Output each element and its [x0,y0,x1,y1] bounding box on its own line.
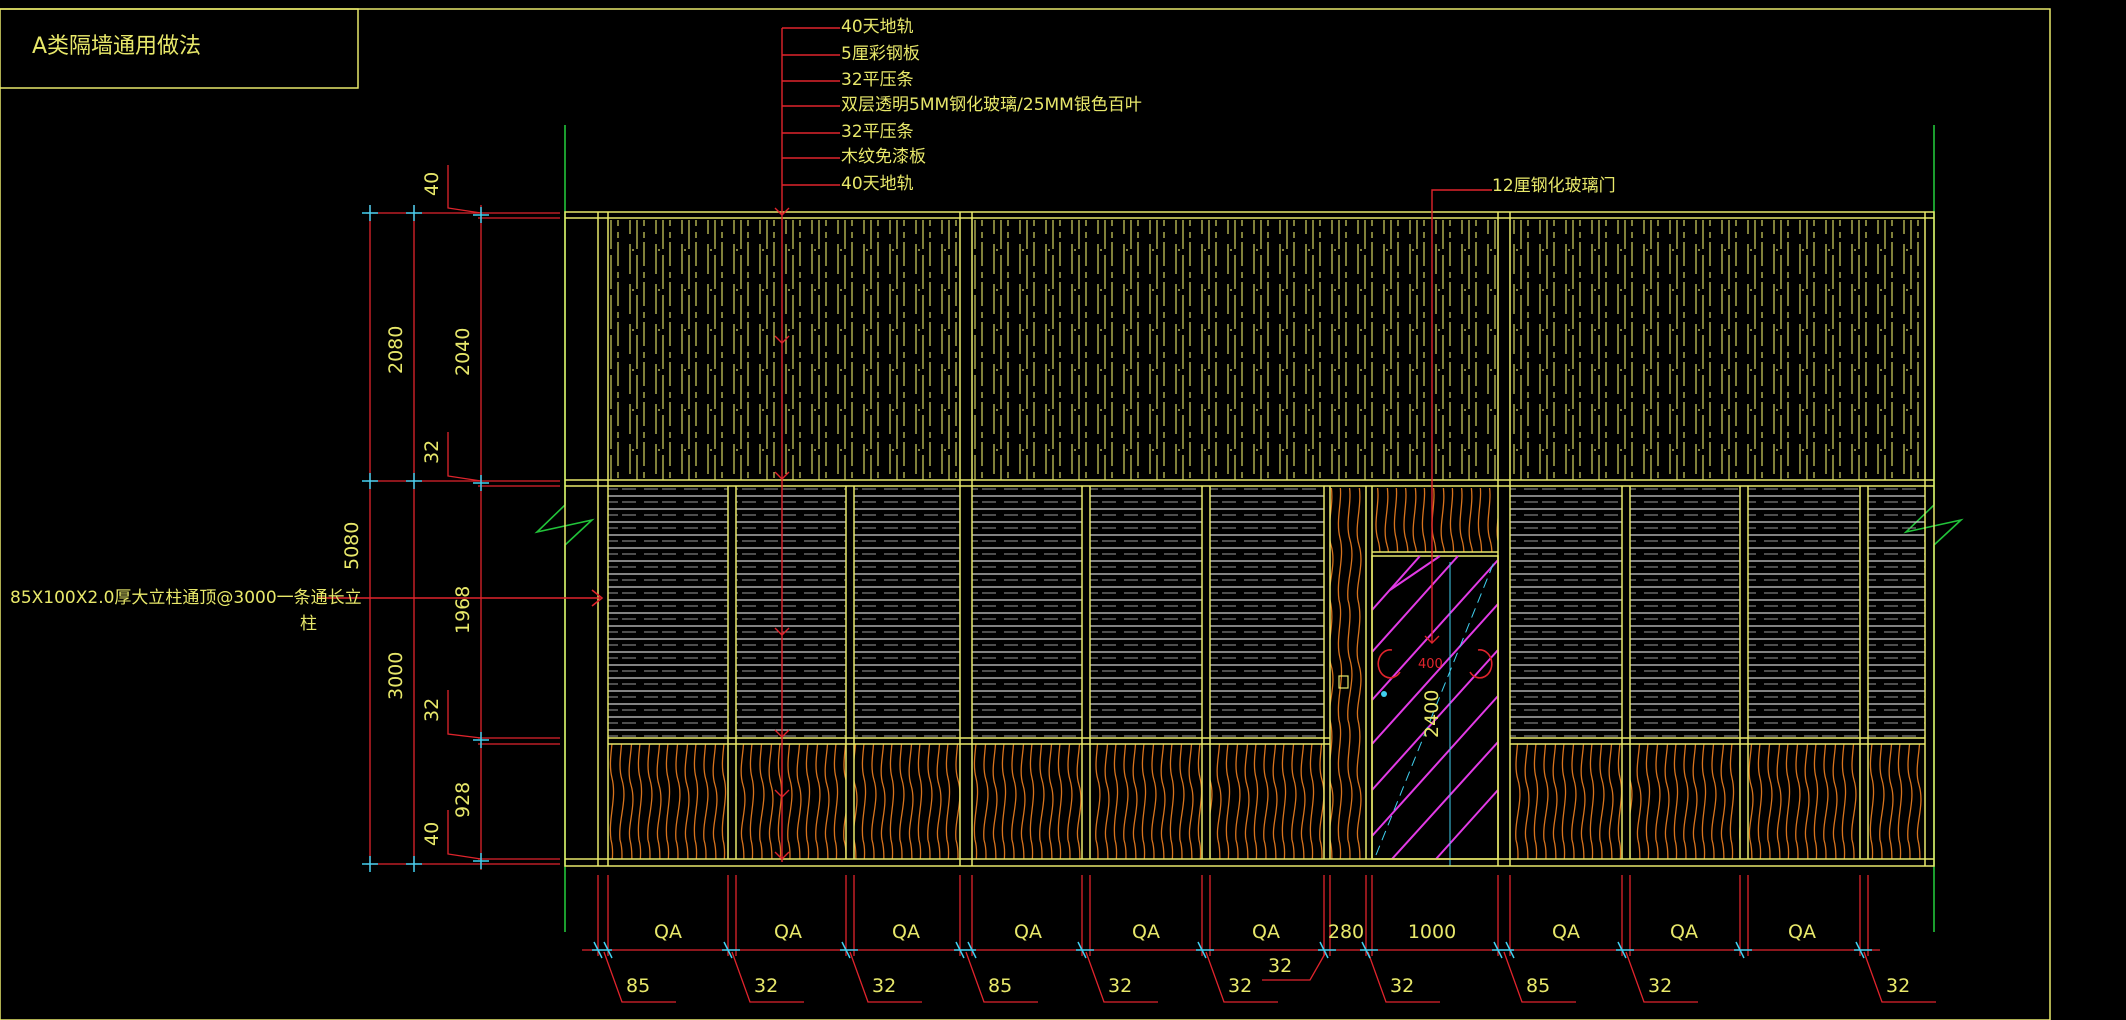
module-label-1000: 1000 [1408,921,1456,943]
door-opening-mark: 400 [1418,657,1443,672]
title-block: A类隔墙通用做法 [0,8,359,89]
member-width-5: 32 [1108,975,1132,997]
dim-inner-40-bottom: 40 [421,822,443,846]
member-width-10: 32 [1648,975,1672,997]
door-handle-icon [1338,675,1349,689]
horizontal-dimension-lines [582,875,1936,1003]
module-label-7: QA [1552,921,1580,943]
dim-inner-32-upper: 32 [421,440,443,464]
dim-outer-2080: 2080 [385,326,407,374]
dim-inner-2040: 2040 [452,328,474,376]
layer-callout-labels: 40天地轨 5厘彩钢板 32平压条 双层透明5MM钢化玻璃/25MM银色百叶 3… [841,17,1142,194]
column-label-line2: 柱 [300,614,317,634]
module-label-9: QA [1788,921,1816,943]
member-width-1: 85 [626,975,650,997]
dim-inner-32-lower: 32 [421,698,443,722]
member-width-labels: 85 32 32 85 32 32 32 32 85 32 32 [626,955,1910,997]
dim-overall-5080: 5080 [341,522,363,570]
member-width-3: 32 [872,975,896,997]
vertical-dimension-texts: 5080 2080 3000 40 2040 32 1968 32 928 40 [341,172,474,846]
member-width-4: 85 [988,975,1012,997]
layer-callout-leader [774,27,840,862]
member-width-2: 32 [754,975,778,997]
layer-label-1: 40天地轨 [841,17,914,37]
member-width-7: 32 [1268,955,1292,977]
layer-label-7: 40天地轨 [841,174,914,194]
module-label-4: QA [1014,921,1042,943]
partition-frame [564,211,1935,867]
vertical-dimension-ticks [362,205,489,872]
member-width-9: 85 [1526,975,1550,997]
dim-inner-1968: 1968 [452,586,474,634]
dim-outer-3000: 3000 [385,652,407,700]
layer-label-6: 木纹免漆板 [841,147,926,167]
module-label-5: QA [1132,921,1160,943]
member-width-6: 32 [1228,975,1252,997]
vertical-dimension-lines [366,165,560,870]
column-label-line1: 85X100X2.0厚大立柱通顶@3000一条通长立 [10,588,362,608]
member-width-8: 32 [1390,975,1414,997]
module-label-280: 280 [1328,921,1364,943]
column-callout: 85X100X2.0厚大立柱通顶@3000一条通长立 柱 [10,588,604,634]
door-label: 12厘钢化玻璃门 [1492,176,1616,196]
module-label-6: QA [1252,921,1280,943]
panel-fills [608,220,1925,859]
door-callout: 12厘钢化玻璃门 400 2400 [1418,176,1616,738]
module-label-8: QA [1670,921,1698,943]
layer-label-5: 32平压条 [841,122,914,142]
member-width-11: 32 [1886,975,1910,997]
layer-label-4: 双层透明5MM钢化玻璃/25MM银色百叶 [841,95,1142,115]
drawing-title: A类隔墙通用做法 [32,34,201,59]
layer-label-3: 32平压条 [841,70,914,90]
door-height-dim: 2400 [1421,690,1443,738]
horizontal-dimension-ticks [592,941,1872,959]
module-labels: QA QA QA QA QA QA 280 1000 QA QA QA [654,921,1816,943]
module-label-3: QA [892,921,920,943]
drawing-frame [0,8,2051,1020]
door-pivot-icon [1381,691,1387,697]
layer-label-2: 5厘彩钢板 [841,44,920,64]
module-label-2: QA [774,921,802,943]
dim-inner-40-top: 40 [421,172,443,196]
glass-door [1338,555,1499,866]
dim-inner-928: 928 [452,782,474,818]
module-label-1: QA [654,921,682,943]
